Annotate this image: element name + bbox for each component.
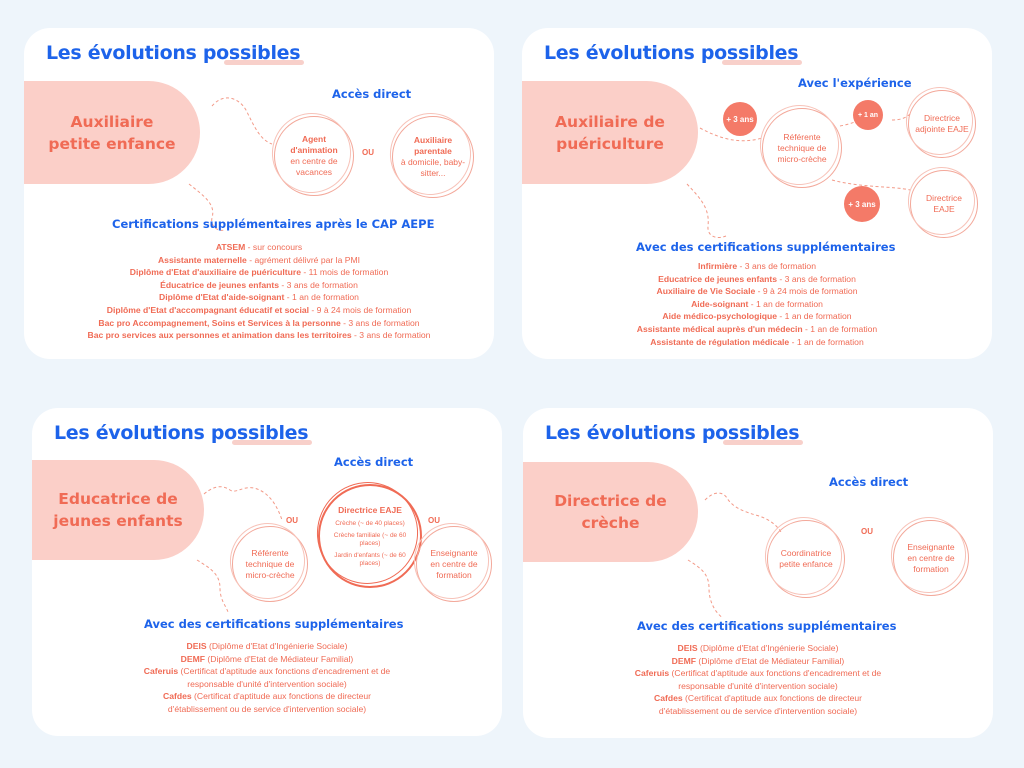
access-label: Accès direct	[829, 475, 919, 493]
option-label: Coordinatrice petite enfance	[779, 548, 833, 569]
list-item: ATSEM - sur concours	[215, 242, 303, 252]
list-item: DEIS (Diplôme d'Etat d'Ingénierie Social…	[677, 643, 839, 653]
option-referente-technique: Référente technique de micro-crèche	[232, 526, 308, 602]
list-item: Diplôme d'Etat d'accompagnant éducatif e…	[106, 304, 412, 315]
access-label: Accès direct	[332, 87, 422, 105]
list-item: Caferuis (Certificat d'aptitude aux fonc…	[143, 666, 391, 677]
certifications-list: Infirmière - 3 ans de formation Educatri…	[522, 260, 992, 348]
option-label: Directrice EAJE	[926, 193, 962, 214]
access-label: Accès direct	[334, 455, 424, 473]
list-item: Cafdes (Certificat d'aptitude aux foncti…	[163, 691, 371, 702]
role-label: Educatrice de jeunes enfants	[53, 490, 183, 530]
title-underline	[224, 60, 304, 65]
option-label: Directrice adjointe EAJE	[915, 113, 969, 134]
duration-badge: + 3 ans	[723, 102, 757, 136]
title-underline	[722, 60, 802, 65]
list-item: Educatrice de jeunes enfants - 3 ans de …	[658, 273, 856, 284]
list-item: d'établissement ou de service d'interven…	[167, 703, 367, 714]
list-item: Assistante maternelle - agrément délivré…	[157, 254, 361, 265]
certifications-label: Certifications supplémentaires après le …	[112, 217, 445, 235]
list-item: DEIS (Diplôme d'Etat d'Ingénierie Social…	[186, 641, 348, 651]
list-item: Bac pro services aux personnes et animat…	[87, 330, 431, 341]
card-title: Les évolutions possibles	[545, 422, 800, 444]
list-item: DEMF (Diplôme d'Etat de Médiateur Famili…	[671, 655, 845, 666]
option-directrice-eaje: Directrice EAJE	[910, 170, 978, 238]
or-label: OU	[362, 148, 374, 157]
or-label: OU	[286, 516, 298, 525]
option-label: Directrice EAJE Crèche (~ de 40 places) …	[333, 504, 407, 567]
list-item: Éducatrice de jeunes enfants - 3 ans de …	[160, 279, 358, 290]
option-label: Enseignante en centre de formation	[907, 541, 955, 574]
option-label: Référente technique de micro-crèche	[777, 131, 827, 164]
card-title: Les évolutions possibles	[46, 42, 301, 64]
card-educatrice-jeunes-enfants: Les évolutions possibles Educatrice de j…	[32, 408, 502, 736]
duration-badge: + 1 an	[853, 100, 883, 130]
list-item: Aide-soignant - 1 an de formation	[691, 298, 823, 309]
duration-badge: + 3 ans	[844, 186, 880, 222]
list-item: Bac pro Accompagnement, Soins et Service…	[98, 317, 420, 328]
role-label: Auxiliaire petite enfance	[48, 112, 176, 153]
list-item: d'établissement ou de service d'interven…	[658, 705, 858, 716]
title-underline	[723, 440, 803, 445]
certifications-list: ATSEM - sur concours Assistante maternel…	[24, 241, 494, 342]
list-item: Cafdes (Certificat d'aptitude aux foncti…	[654, 693, 862, 704]
role-pill: Auxiliaire petite enfance	[24, 81, 200, 184]
card-title: Les évolutions possibles	[54, 422, 309, 444]
list-item: Infirmière - 3 ans de formation	[698, 261, 816, 271]
or-label: OU	[861, 527, 873, 536]
certifications-list: DEIS (Diplôme d'Etat d'Ingénierie Social…	[32, 640, 502, 716]
option-directrice-adjointe: Directrice adjointe EAJE	[908, 90, 976, 158]
certifications-label: Avec des certifications supplémentaires	[636, 240, 906, 258]
or-label: OU	[428, 516, 440, 525]
list-item: Caferuis (Certificat d'aptitude aux fonc…	[634, 668, 882, 679]
list-item: Assistante médical auprès d'un médecin -…	[636, 323, 878, 334]
certifications-label: Avec des certifications supplémentaires	[637, 619, 907, 637]
option-enseignante: Enseignante en centre de formation	[416, 526, 492, 602]
role-label: Directrice de crèche	[554, 492, 667, 532]
option-directrice-eaje: Directrice EAJE Crèche (~ de 40 places) …	[318, 484, 422, 588]
certifications-label: Avec des certifications supplémentaires	[144, 617, 414, 635]
card-title: Les évolutions possibles	[544, 42, 799, 64]
card-auxiliaire-petite-enfance: Les évolutions possibles Auxiliaire peti…	[24, 28, 494, 359]
access-label: Avec l'expérience	[798, 76, 922, 94]
certifications-list: DEIS (Diplôme d'Etat d'Ingénierie Social…	[523, 642, 993, 718]
list-item: responsable d'unité d'intervention socia…	[678, 680, 838, 691]
list-item: Assistante de régulation médicale - 1 an…	[650, 336, 864, 347]
option-label: Référente technique de micro-crèche	[245, 547, 295, 580]
list-item: Diplôme d'Etat d'aide-soignant - 1 an de…	[159, 292, 359, 303]
list-item: Auxiliaire de Vie Sociale - 9 à 24 mois …	[656, 286, 858, 297]
role-pill: Educatrice de jeunes enfants	[32, 460, 204, 560]
option-coordinatrice: Coordinatrice petite enfance	[767, 520, 845, 598]
role-pill: Auxiliaire de puériculture	[522, 81, 698, 184]
role-pill: Directrice de crèche	[523, 462, 698, 562]
option-enseignante: Enseignante en centre de formation	[893, 520, 969, 596]
card-directrice-de-creche: Les évolutions possibles Directrice de c…	[523, 408, 993, 738]
option-label: Enseignante en centre de formation	[430, 547, 478, 580]
title-underline	[232, 440, 312, 445]
option-referente-technique: Référente technique de micro-crèche	[762, 108, 842, 188]
list-item: DEMF (Diplôme d'Etat de Médiateur Famili…	[180, 653, 354, 664]
card-auxiliaire-de-puericulture: Les évolutions possibles Auxiliaire de p…	[522, 28, 992, 359]
list-item: Diplôme d'Etat d'auxiliaire de puéricult…	[129, 267, 389, 278]
list-item: responsable d'unité d'intervention socia…	[187, 678, 347, 689]
list-item: Aide médico-psychologique - 1 an de form…	[662, 311, 852, 322]
role-label: Auxiliaire de puériculture	[555, 112, 665, 153]
